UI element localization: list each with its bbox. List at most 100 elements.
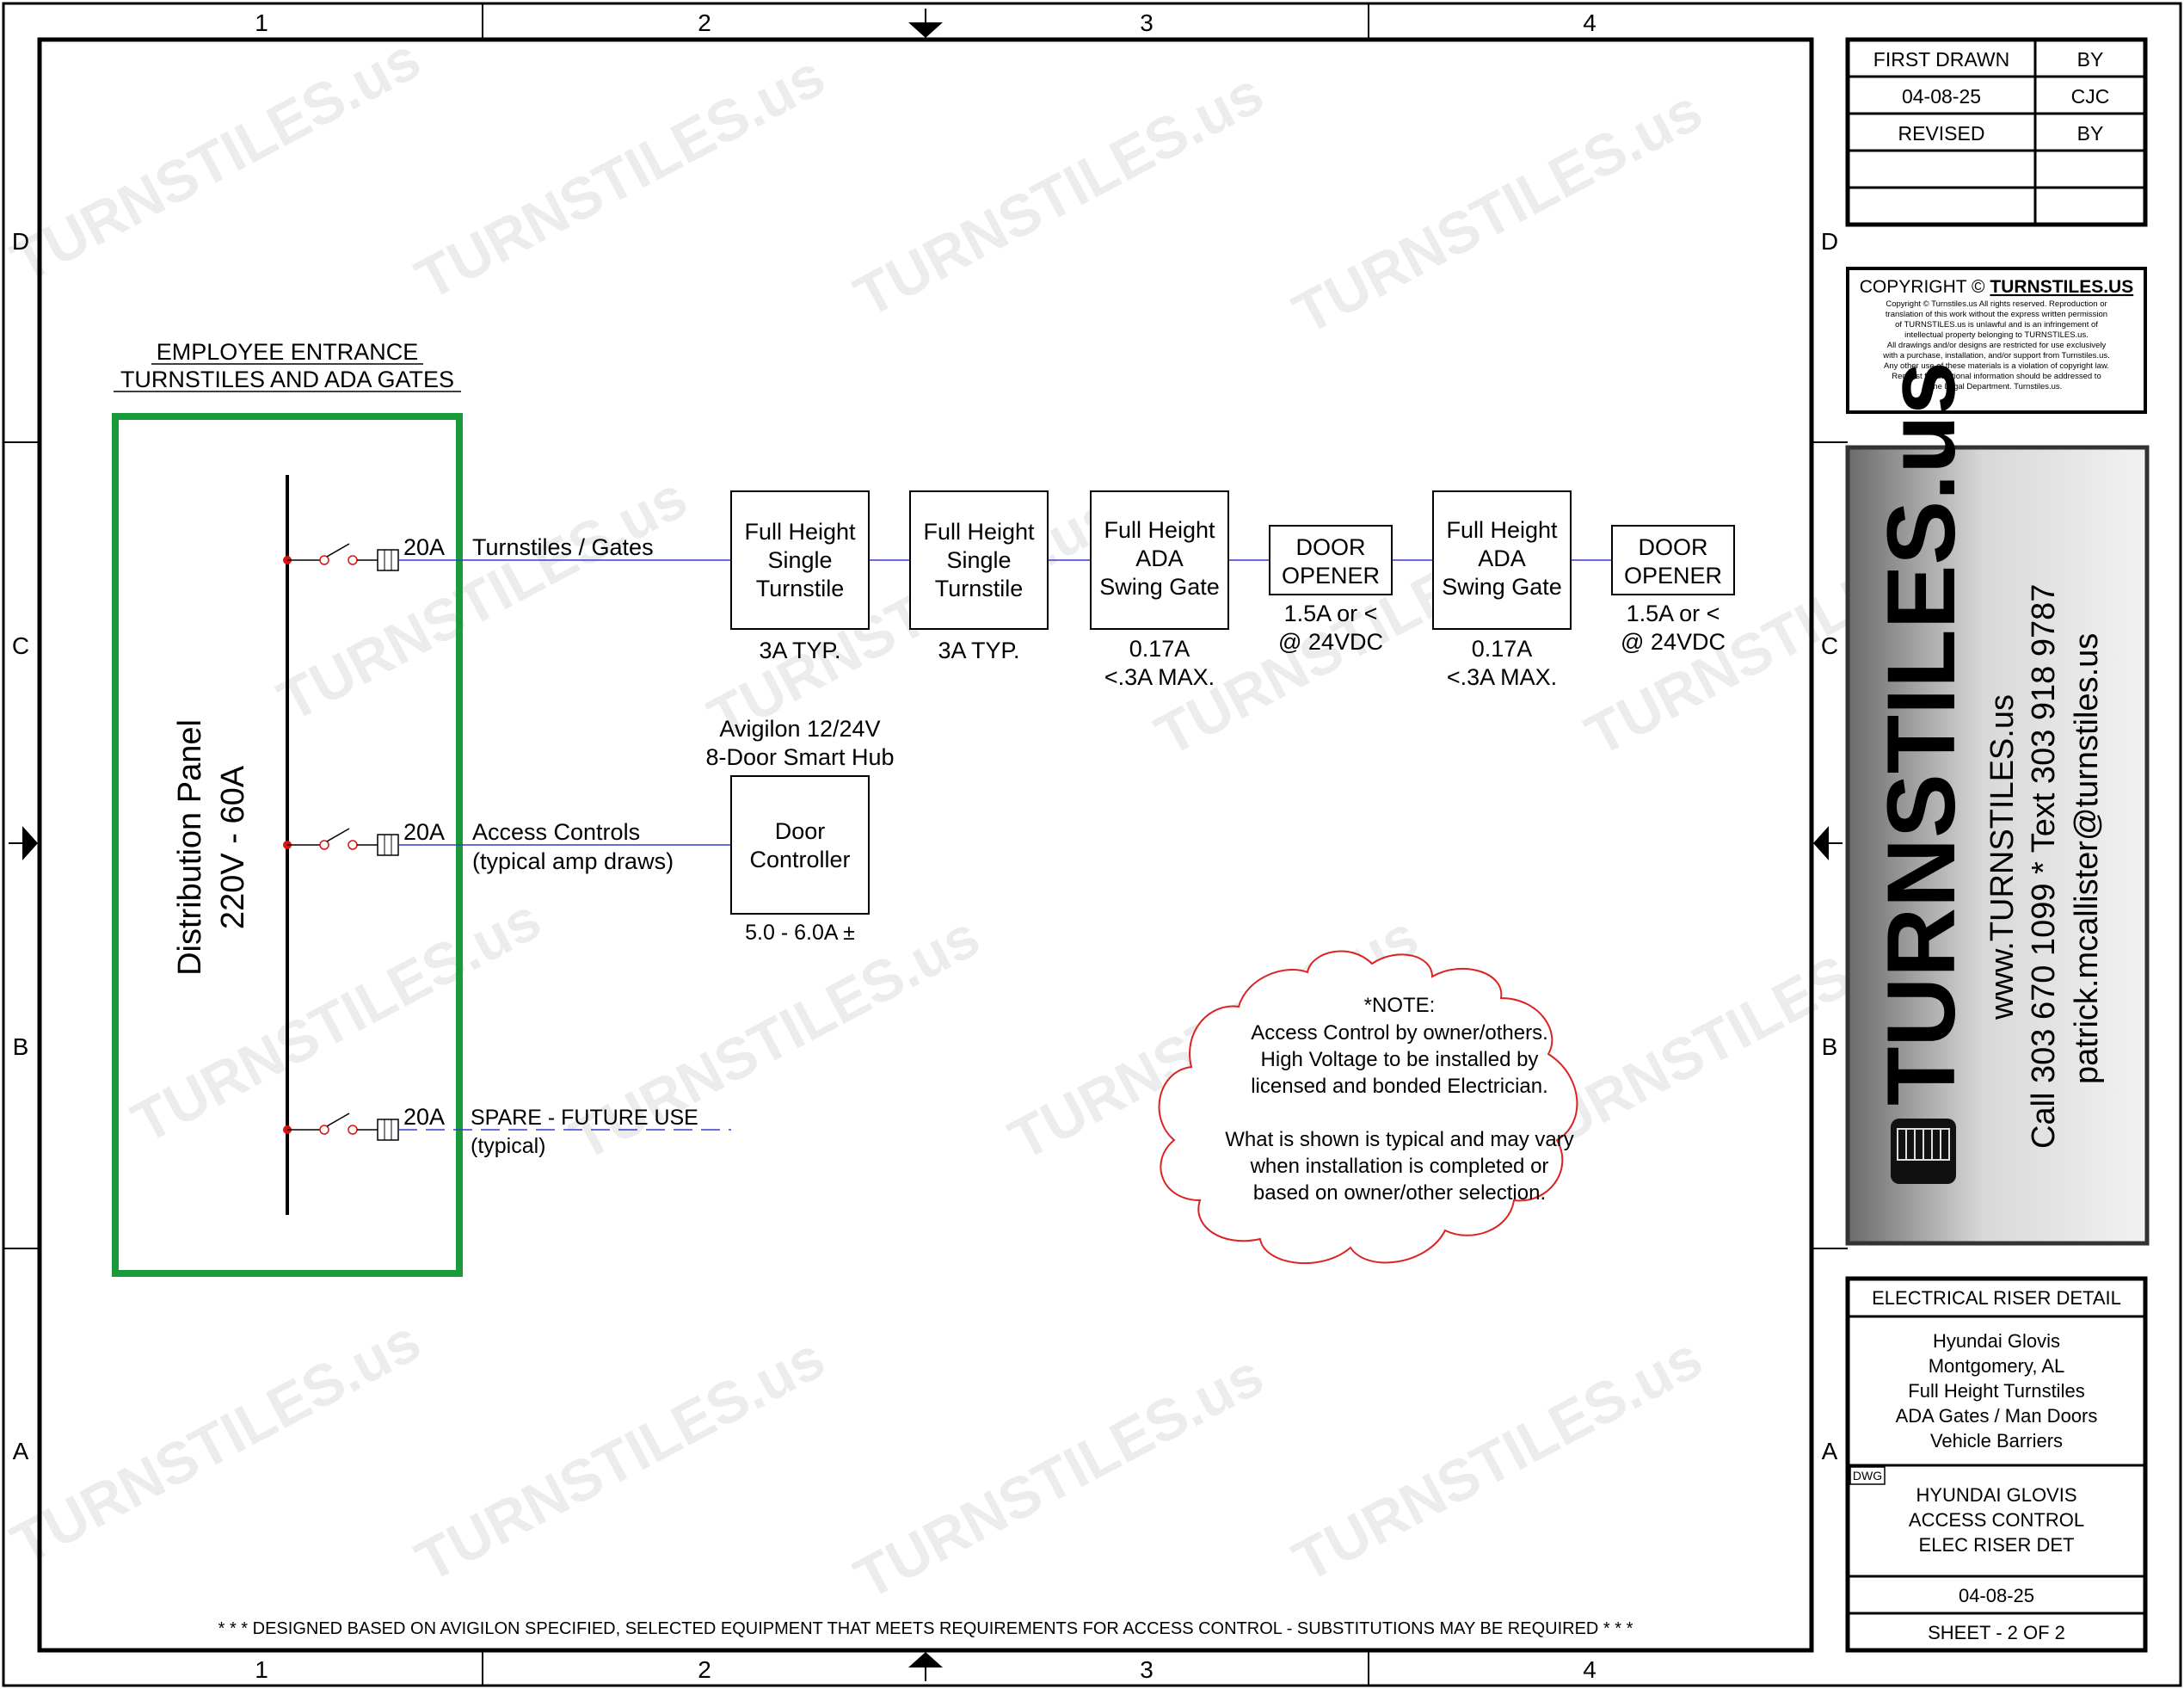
zone-labels: 1 2 3 4 1 2 3 4 D C B A D C B A (12, 9, 1838, 1683)
note-text: based on owner/other selection. (1253, 1181, 1546, 1205)
circuit-label: Turnstiles / Gates (472, 534, 654, 560)
col-label: 4 (1583, 9, 1596, 36)
svg-text:Door: Door (775, 818, 826, 844)
svg-text:Request for additional informa: Request for additional information shoul… (1892, 372, 2101, 381)
fuse-icon (377, 549, 399, 571)
note-text: What is shown is typical and may vary (1225, 1128, 1573, 1151)
brand-website: www.TURNSTILES.us (1984, 694, 2021, 1020)
row-label: D (12, 228, 29, 255)
fuse-icon (377, 1119, 399, 1141)
svg-text:Any other use of these materia: Any other use of these materials is a vi… (1884, 361, 2109, 371)
arrow-left-icon (1813, 826, 1829, 860)
detail-title: ELECTRICAL RISER DETAIL (1872, 1287, 2121, 1309)
svg-text:CJC: CJC (2071, 85, 2110, 108)
device-rating: @ 24VDC (1278, 629, 1383, 655)
brand-phone: Call 303 670 1099 * Text 303 918 9787 (2026, 584, 2062, 1149)
device-door-opener-2: DOOR OPENER 1.5A or < @ 24VDC (1611, 525, 1735, 655)
watermark: TURNSTILES.us (844, 1342, 1273, 1612)
svg-text:Single: Single (946, 547, 1011, 573)
svg-text:Swing Gate: Swing Gate (1099, 574, 1220, 600)
watermark: TURNSTILES.us (405, 43, 834, 313)
svg-text:with a purchase, installation,: with a purchase, installation, and/or su… (1882, 351, 2110, 361)
device-rating: @ 24VDC (1621, 629, 1726, 655)
svg-text:HYUNDAI GLOVIS: HYUNDAI GLOVIS (1916, 1484, 2076, 1506)
device-door-opener-1: DOOR OPENER 1.5A or < @ 24VDC (1269, 525, 1393, 655)
svg-text:Single: Single (767, 547, 832, 573)
controller-rating: 5.0 - 6.0A ± (745, 921, 855, 945)
arrow-right-icon (22, 826, 38, 860)
circuit-turnstiles: 20A Turnstiles / Gates (283, 534, 731, 571)
note-text: Access Control by owner/others. (1251, 1021, 1547, 1045)
project-block: ELECTRICAL RISER DETAIL Hyundai Glovis M… (1845, 1276, 2148, 1653)
svg-text:ACCESS CONTROL: ACCESS CONTROL (1909, 1509, 2084, 1531)
watermark: TURNSTILES.us (405, 1325, 834, 1595)
svg-text:Full Height Turnstiles: Full Height Turnstiles (1908, 1380, 2084, 1402)
svg-text:Full Height: Full Height (923, 519, 1035, 545)
note-text: licensed and bonded Electrician. (1251, 1075, 1548, 1098)
device-rating: 3A TYP. (938, 638, 1019, 663)
device-turnstile-1: Full Height Single Turnstile 3A TYP. (730, 490, 870, 663)
sheet-number: SHEET - 2 OF 2 (1928, 1622, 2065, 1643)
drawing-date: 04-08-25 (1959, 1585, 2034, 1606)
center-markers (9, 9, 1843, 1681)
svg-text:Turnstile: Turnstile (935, 576, 1024, 601)
watermark: TURNSTILES.us (1283, 77, 1712, 348)
watermark-layer: TURNSTILES.us TURNSTILES.us TURNSTILES.u… (1, 26, 2004, 1612)
svg-text:Turnstile: Turnstile (756, 576, 845, 601)
fuse-icon (377, 834, 399, 856)
device-turnstile-2: Full Height Single Turnstile 3A TYP. (909, 490, 1049, 663)
svg-text:Montgomery, AL: Montgomery, AL (1929, 1355, 2065, 1377)
svg-text:ADA: ADA (1478, 546, 1526, 571)
svg-text:All drawings and/or designs ar: All drawings and/or designs are restrict… (1887, 341, 2107, 350)
row-label: C (12, 632, 29, 659)
panel-heading: EMPLOYEE ENTRANCE TURNSTILES AND ADA GAT… (114, 339, 461, 392)
circuit-sublabel: (typical) (471, 1134, 546, 1158)
col-label: 1 (255, 9, 268, 36)
svg-text:BY: BY (2077, 122, 2104, 145)
col-label: 2 (698, 1656, 711, 1683)
revision-table: FIRST DRAWN BY 04-08-25 CJC REVISED BY (1845, 37, 2148, 227)
device-rating: <.3A MAX. (1447, 664, 1557, 690)
row-label: A (13, 1438, 29, 1464)
note-text: High Voltage to be installed by (1261, 1048, 1539, 1071)
device-rating: <.3A MAX. (1104, 664, 1215, 690)
svg-text:translation of this work witho: translation of this work without the exp… (1886, 310, 2107, 319)
dwg-tag: DWG (1853, 1469, 1882, 1482)
circuit-spare: 20A SPARE - FUTURE USE (typical) (283, 1104, 731, 1158)
svg-text:Hyundai Glovis: Hyundai Glovis (1933, 1330, 2060, 1352)
copyright-box: COPYRIGHT © TURNSTILES.US Copyright © Tu… (1846, 267, 2147, 414)
circuit-sublabel: (typical amp draws) (472, 848, 674, 874)
col-label: 1 (255, 1656, 268, 1683)
row-label: A (1822, 1438, 1838, 1464)
col-label: 3 (1140, 9, 1154, 36)
device-rating: 1.5A or < (1284, 601, 1378, 626)
svg-text:Controller: Controller (749, 847, 850, 872)
svg-text:of TURNSTILES.us is unlawful a: of TURNSTILES.us is unlawful and is an i… (1895, 320, 2098, 330)
panel-label-line2: 220V - 60A (215, 765, 251, 929)
device-ada-gate-2: Full Height ADA Swing Gate 0.17A <.3A MA… (1432, 490, 1572, 690)
footer-note: * * * DESIGNED BASED ON AVIGILON SPECIFI… (218, 1619, 1633, 1638)
svg-text:intellectual property belongin: intellectual property belonging to TURNS… (1904, 330, 2089, 340)
col-label: 2 (698, 9, 711, 36)
svg-text:04-08-25: 04-08-25 (1902, 85, 1981, 108)
watermark: TURNSTILES.us (844, 60, 1273, 330)
circuit-access-controls: 20A Access Controls (typical amp draws) (283, 819, 731, 874)
svg-text:the Legal Department. Turnstil: the Legal Department. Turnstiles.us. (1931, 382, 2063, 391)
note-cloud: *NOTE: Access Control by owner/others. H… (1158, 950, 1578, 1265)
panel-label-line1: Distribution Panel (172, 719, 208, 976)
watermark: TURNSTILES.us (268, 465, 697, 735)
device-ada-gate-1: Full Height ADA Swing Gate 0.17A <.3A MA… (1090, 490, 1229, 690)
svg-text:BY: BY (2077, 48, 2104, 71)
row-label: D (1821, 228, 1838, 255)
breaker-rating: 20A (403, 1104, 445, 1130)
circuit-label: Access Controls (472, 819, 640, 845)
svg-text:OPENER: OPENER (1624, 563, 1722, 589)
svg-text:OPENER: OPENER (1282, 563, 1380, 589)
breaker-rating: 20A (403, 819, 445, 845)
device-rating: 0.17A (1129, 636, 1190, 662)
brand-logo: TURNSTILES.us (1867, 361, 1975, 1106)
controller-title-line1: Avigilon 12/24V (719, 716, 880, 742)
svg-text:ELEC RISER DET: ELEC RISER DET (1919, 1534, 2075, 1556)
row-label: B (1822, 1033, 1838, 1060)
